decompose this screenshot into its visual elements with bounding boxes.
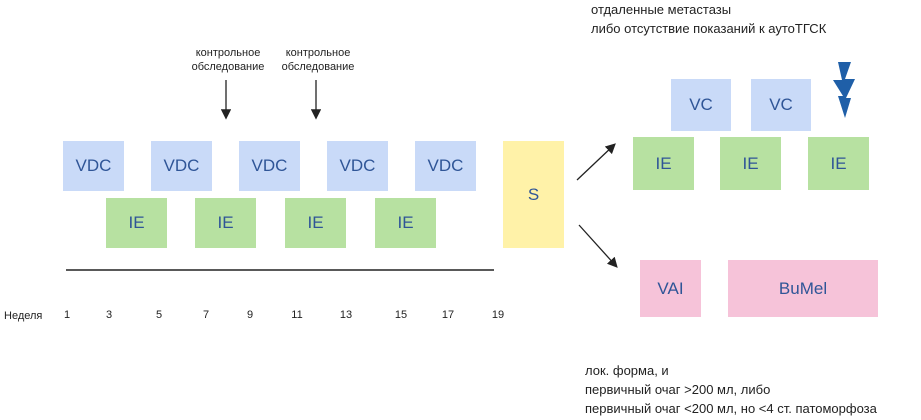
week-tick-11: 11 (291, 309, 303, 321)
vc-block-1: VC (671, 79, 731, 131)
week-tick-13: 13 (339, 309, 353, 321)
week-tick-1: 1 (63, 309, 71, 321)
bottom-note-line3: первичный очаг <200 мл, но <4 ст. патомо… (585, 401, 877, 416)
vc-block-2: VC (751, 79, 811, 131)
top-note: отдаленные метастазы либо отсутствие пок… (591, 0, 826, 38)
week-tick-15: 15 (394, 309, 408, 321)
vdc-block-2: VDC (151, 141, 212, 191)
ie-upper-block-1: IE (633, 137, 694, 190)
bottom-note-line1: лок. форма, и (585, 363, 669, 378)
s-block: S (503, 141, 564, 248)
lightning-icon (833, 62, 855, 118)
vai-block: VAI (640, 260, 701, 317)
control-label-2: контрольное обследование (281, 47, 355, 73)
week-axis-label: Неделя (4, 310, 43, 322)
week-tick-9: 9 (246, 309, 254, 321)
bottom-note-line2: первичный очаг >200 мл, либо (585, 382, 771, 397)
branch-arrow-up (576, 143, 616, 181)
week-tick-3: 3 (105, 309, 113, 321)
ie-block-1: IE (106, 198, 167, 248)
vdc-block-5: VDC (415, 141, 476, 191)
vdc-block-3: VDC (239, 141, 300, 191)
branch-arrow-down (578, 224, 618, 268)
vdc-block-1: VDC (63, 141, 124, 191)
top-note-line1: отдаленные метастазы (591, 2, 732, 17)
ie-upper-block-2: IE (720, 137, 781, 190)
ie-block-4: IE (375, 198, 436, 248)
control-label-1: контрольное обследование (191, 47, 265, 73)
ie-upper-block-3: IE (808, 137, 869, 190)
week-tick-17: 17 (441, 309, 455, 321)
week-tick-7: 7 (202, 309, 210, 321)
ie-block-2: IE (195, 198, 256, 248)
vdc-block-4: VDC (327, 141, 388, 191)
week-tick-19: 19 (491, 309, 505, 321)
week-tick-5: 5 (155, 309, 163, 321)
top-note-line2: либо отсутствие показаний к аутоТГСК (591, 21, 827, 36)
bottom-note: лок. форма, и первичный очаг >200 мл, ли… (585, 361, 877, 418)
ie-block-3: IE (285, 198, 346, 248)
bumel-block: BuMel (728, 260, 878, 317)
